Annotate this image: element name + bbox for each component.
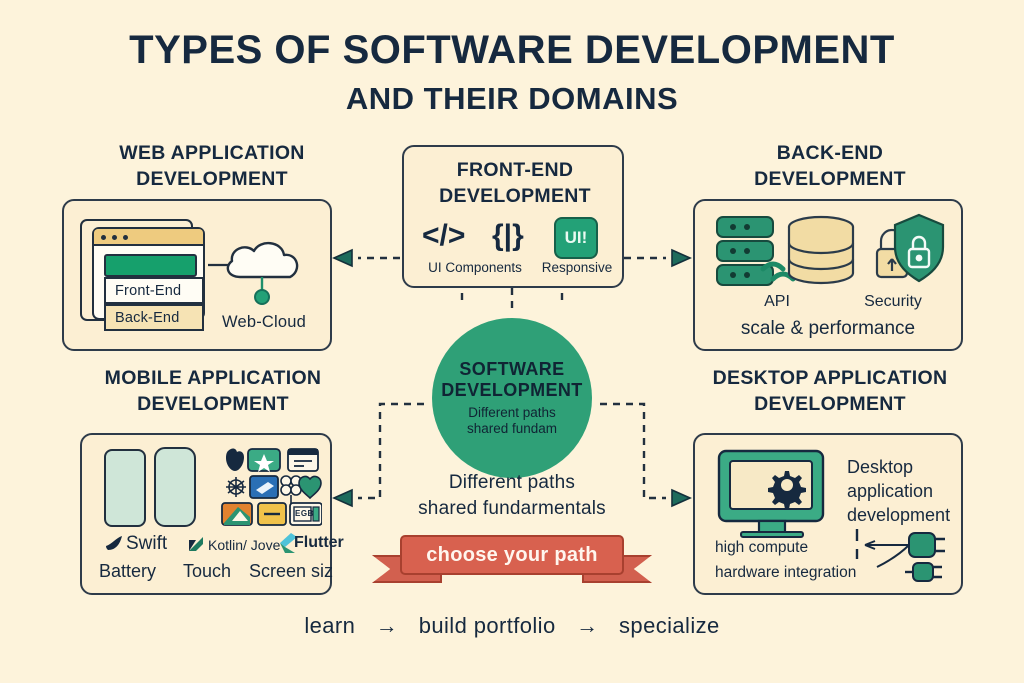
back-end-card[interactable]: API Security scale & performance (693, 199, 963, 351)
phone-device-1 (104, 449, 146, 527)
stack-item-back-end[interactable]: Back-End (104, 304, 204, 331)
footer-arrow-1: → (375, 613, 399, 638)
ui-components-label: UI Components (428, 260, 522, 275)
footer-step-learn: learn (304, 613, 356, 638)
blue-badge-icon (249, 475, 279, 499)
front-end-title-line-2: DEVELOPMENT (439, 185, 591, 207)
footer-step-build-portfolio: build portfolio (418, 613, 556, 638)
responsive-ui-badge: UI! (554, 217, 598, 259)
desktop-caption: Desktop application development (847, 455, 957, 527)
desktop-title-line-2: DEVELOPMENT (754, 393, 906, 415)
center-sub-line-1: Different paths (468, 405, 556, 420)
tech-flutter-label: Flutter (294, 534, 344, 551)
kotlin-icon (189, 537, 203, 551)
front-end-title-line-1: FRONT-END (456, 159, 574, 181)
arrow-badge-icon (221, 502, 253, 526)
plug-icon-2 (905, 562, 942, 582)
desktop-caption-line-2: application (847, 481, 934, 501)
stack-item-back-end-label: Back-End (115, 309, 180, 326)
web-title-line-1: WEB APPLICATION (119, 142, 305, 164)
cloud-icon (208, 242, 299, 305)
ribbon-banner[interactable]: choose your path (372, 530, 652, 588)
stack-item-front-end-label: Front-End (115, 282, 182, 299)
browser-hero-block (104, 254, 197, 277)
security-label: Security (864, 293, 922, 310)
gear-icon (768, 471, 806, 509)
desktop-caption-line-3: development (847, 505, 951, 525)
browser-dot-2 (112, 235, 117, 240)
ribbon-label: choose your path (400, 535, 624, 575)
back-end-title-line-1: BACK-END (776, 142, 884, 164)
apple-icon (226, 448, 244, 471)
egb-badge-text: EGB (295, 509, 314, 518)
monitor-icon (717, 449, 825, 538)
star-badge-icon (247, 448, 281, 472)
egb-label-icon (289, 502, 322, 526)
concern-battery-label: Battery (99, 561, 157, 581)
center-hub-circle[interactable]: SOFTWARE DEVELOPMENT Different paths sha… (432, 318, 592, 478)
responsive-label: Responsive (541, 260, 613, 275)
browser-dot-3 (123, 235, 128, 240)
center-title-line-2: DEVELOPMENT (441, 380, 583, 400)
plug-icon-1 (908, 532, 945, 558)
tech-swift-label: Swift (126, 533, 168, 554)
desktop-note-hardware-integration: hardware integration (715, 564, 857, 581)
page-title-line-2: AND THEIR DOMAINS (345, 81, 679, 116)
center-sub-line-2: shared fundam (466, 421, 558, 436)
footer-step-specialize: specialize (619, 613, 720, 638)
desktop-section-title: DESKTOP APPLICATION DEVELOPMENT (680, 365, 980, 417)
flower-icon (280, 475, 302, 505)
desktop-note-high-compute: high compute (715, 539, 809, 556)
mobile-app-icon-grid (221, 448, 322, 526)
front-end-section-title: FRONT-END DEVELOPMENT (404, 157, 626, 209)
web-application-card[interactable]: Front-End Back-End Web-Cloud (62, 199, 332, 351)
back-end-title-line-2: DEVELOPMENT (754, 168, 906, 190)
heart-icon (298, 475, 322, 500)
web-section-title: WEB APPLICATION DEVELOPMENT (62, 140, 362, 192)
scribble-icon (226, 477, 246, 497)
phone-device-2 (154, 447, 196, 527)
front-end-card[interactable]: FRONT-END DEVELOPMENT </> {|} UI! UI Com… (402, 145, 624, 288)
mobile-section-title: MOBILE APPLICATION DEVELOPMENT (58, 365, 368, 417)
web-cloud-label: Web-Cloud (222, 313, 307, 331)
browser-title-bar (94, 229, 203, 246)
desktop-caption-line-1: Desktop (847, 457, 914, 477)
page-title-line-1: TYPES OF SOFTWARE DEVELOPMENT (129, 28, 895, 72)
desktop-title-line-1: DESKTOP APPLICATION (712, 367, 948, 389)
stack-item-front-end[interactable]: Front-End (104, 277, 204, 304)
center-outer-caption: Different paths shared fundarmentals (382, 470, 642, 522)
swift-icon (106, 536, 122, 550)
web-title-line-2: DEVELOPMENT (136, 168, 288, 190)
center-title-line-1: SOFTWARE (459, 359, 565, 379)
mobile-application-card[interactable]: EGB Swift Kotlin/ Jove Flutter Battery T… (80, 433, 344, 595)
code-braces-icon: {|} (492, 219, 524, 252)
desktop-application-card[interactable]: Desktop application development high com… (693, 433, 963, 595)
code-tag-icon: </> (422, 219, 466, 252)
back-end-icons (716, 213, 945, 286)
concern-touch-label: Touch (183, 561, 232, 581)
browser-dot-1 (101, 235, 106, 240)
scale-performance-label: scale & performance (740, 318, 916, 339)
mobile-title-line-2: DEVELOPMENT (137, 393, 289, 415)
back-end-section-title: BACK-END DEVELOPMENT (690, 140, 970, 192)
tech-kotlin-label: Kotlin/ Jove (208, 537, 281, 553)
mobile-title-line-1: MOBILE APPLICATION (104, 367, 322, 389)
yellow-badge-icon (257, 502, 287, 526)
footer-flow: learn → build portfolio → specialize (0, 613, 1024, 639)
concern-screen-size-label: Screen siz (249, 561, 334, 581)
flutter-icon (280, 533, 297, 553)
api-label: API (764, 293, 790, 310)
card-list-icon (287, 448, 319, 472)
center-outer-line-2: shared fundarmentals (418, 498, 606, 519)
plug-icons (855, 529, 945, 582)
center-outer-line-1: Different paths (448, 472, 576, 493)
footer-arrow-2: → (576, 613, 599, 638)
responsive-ui-badge-text: UI! (564, 228, 588, 247)
